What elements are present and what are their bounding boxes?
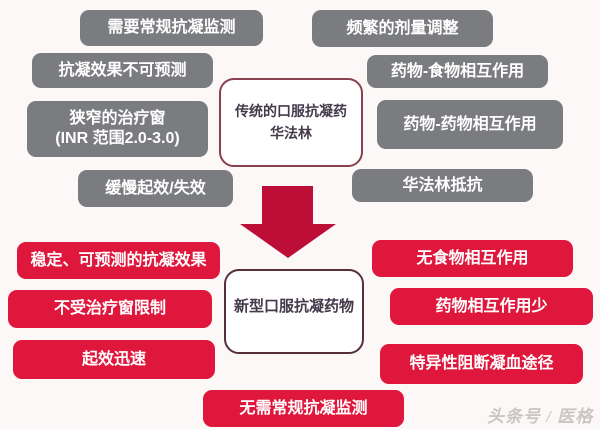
warfarin-center-box: 传统的口服抗凝药 华法林: [219, 78, 363, 167]
noac-benefit-no-routine-monitoring: 无需常规抗凝监测: [203, 390, 404, 427]
box-label: 药物-药物相互作用: [403, 115, 537, 133]
noac-benefit-rapid-onset: 起效迅速: [13, 340, 215, 379]
noac-title: 新型口服抗凝药物: [233, 298, 354, 315]
warfarin-title-line2: 华法林: [270, 124, 312, 141]
warfarin-drawback-slow-onset: 缓慢起效/失效: [78, 170, 233, 207]
box-label: 无食物相互作用: [416, 249, 529, 267]
box-label: 需要常规抗凝监测: [107, 19, 236, 36]
noac-center-box: 新型口服抗凝药物: [224, 269, 364, 354]
box-label: 不受治疗窗限制: [53, 300, 166, 317]
down-arrow-shaft: [262, 186, 313, 225]
warfarin-drawback-drug-interaction: 药物-药物相互作用: [377, 100, 563, 149]
box-label-line2: (INR 范围2.0-3.0): [55, 130, 180, 147]
noac-benefit-no-food-interaction: 无食物相互作用: [372, 240, 573, 277]
noac-benefit-predictable-effect: 稳定、可预测的抗凝效果: [17, 242, 220, 279]
warfarin-drawback-routine-monitoring: 需要常规抗凝监测: [80, 10, 263, 46]
box-label: 狭窄的治疗窗: [69, 110, 166, 127]
down-arrow-icon: [240, 224, 336, 258]
box-label: 稳定、可预测的抗凝效果: [30, 251, 207, 269]
box-label: 起效迅速: [81, 350, 146, 368]
box-label: 缓慢起效/失效: [105, 179, 206, 197]
noac-benefit-specific-blockade: 特异性阻断凝血途径: [380, 344, 583, 384]
warfarin-drawback-resistance: 华法林抵抗: [352, 169, 533, 202]
box-label: 华法林抵抗: [402, 176, 483, 194]
warfarin-drawback-narrow-window: 狭窄的治疗窗 (INR 范围2.0-3.0): [27, 101, 208, 157]
warfarin-title-line1: 传统的口服抗凝药: [235, 102, 347, 119]
warfarin-drawback-unpredictable-effect: 抗凝效果不可预测: [32, 53, 213, 88]
warfarin-drawback-food-interaction: 药物-食物相互作用: [367, 55, 548, 88]
box-label: 频繁的剂量调整: [346, 19, 459, 37]
box-label: 抗凝效果不可预测: [58, 61, 187, 79]
box-label: 特异性阻断凝血途径: [409, 355, 554, 372]
noac-benefit-few-drug-interactions: 药物相互作用少: [390, 288, 593, 325]
box-label: 药物-食物相互作用: [390, 62, 525, 80]
noac-benefit-no-window-limit: 不受治疗窗限制: [8, 290, 212, 328]
box-label: 药物相互作用少: [435, 297, 548, 315]
box-label: 无需常规抗凝监测: [239, 399, 368, 417]
watermark: 头条号 / 医格: [487, 407, 594, 426]
warfarin-drawback-dose-adjustment: 频繁的剂量调整: [312, 10, 493, 47]
